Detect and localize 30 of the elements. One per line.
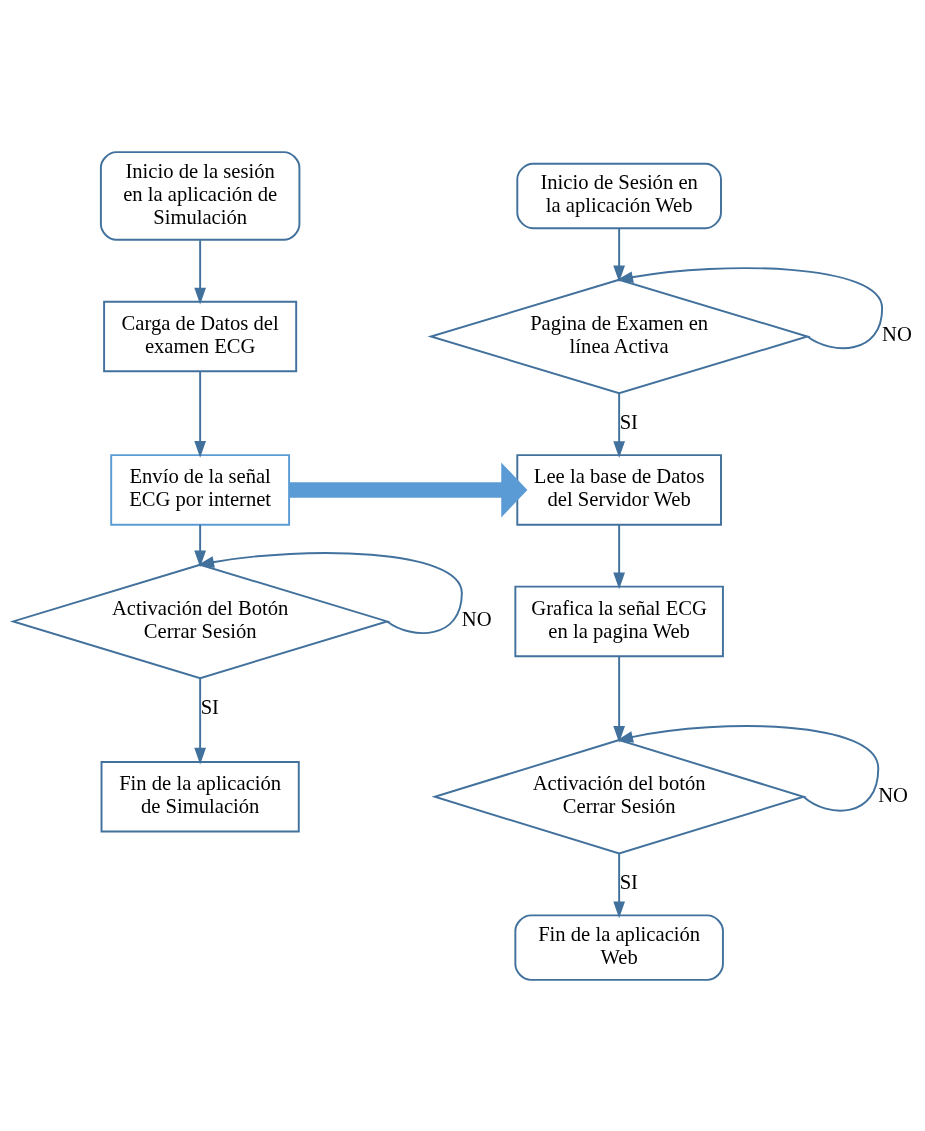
arrow	[289, 461, 528, 517]
node-box: Inicio de la sesión en la aplicación de Simulación	[99, 150, 301, 241]
arrow	[197, 551, 463, 634]
edge-label: NO	[878, 783, 908, 806]
node-box: Envío de la señal ECG por internet	[110, 453, 291, 526]
node-box: Grafica la señal ECG en la pagina Web	[514, 585, 724, 657]
edge-label: NO	[461, 607, 492, 630]
edge-label: SI	[200, 695, 219, 718]
node-box: Inicio de Sesión en la aplicación Web	[516, 162, 722, 229]
arrow	[194, 676, 206, 765]
arrow	[616, 266, 884, 349]
arrow	[613, 392, 625, 458]
arrow	[194, 370, 206, 458]
node-box: Fin de la aplicación de Simulación	[100, 760, 300, 833]
arrow	[613, 654, 625, 743]
arrow	[613, 523, 625, 589]
node-box: Carga de Datos del examen ECG	[103, 300, 298, 372]
node-diamond: Activación del botón Cerrar Sesión	[431, 738, 807, 854]
arrow	[613, 852, 625, 918]
edge-label: SI	[619, 410, 638, 433]
node-diamond: Pagina de Examen en línea Activa	[427, 278, 811, 394]
node-box: Lee la base de Datos del Servidor Web	[516, 453, 722, 526]
arrow	[194, 523, 206, 567]
node-diamond: Activación del Botón Cerrar Sesión	[9, 563, 391, 679]
edge-label: NO	[882, 322, 912, 345]
arrow	[616, 724, 880, 812]
node-box: Fin de la aplicación Web	[514, 913, 724, 981]
arrow	[194, 238, 206, 304]
edge-label: SI	[619, 870, 638, 893]
arrow	[613, 226, 625, 282]
